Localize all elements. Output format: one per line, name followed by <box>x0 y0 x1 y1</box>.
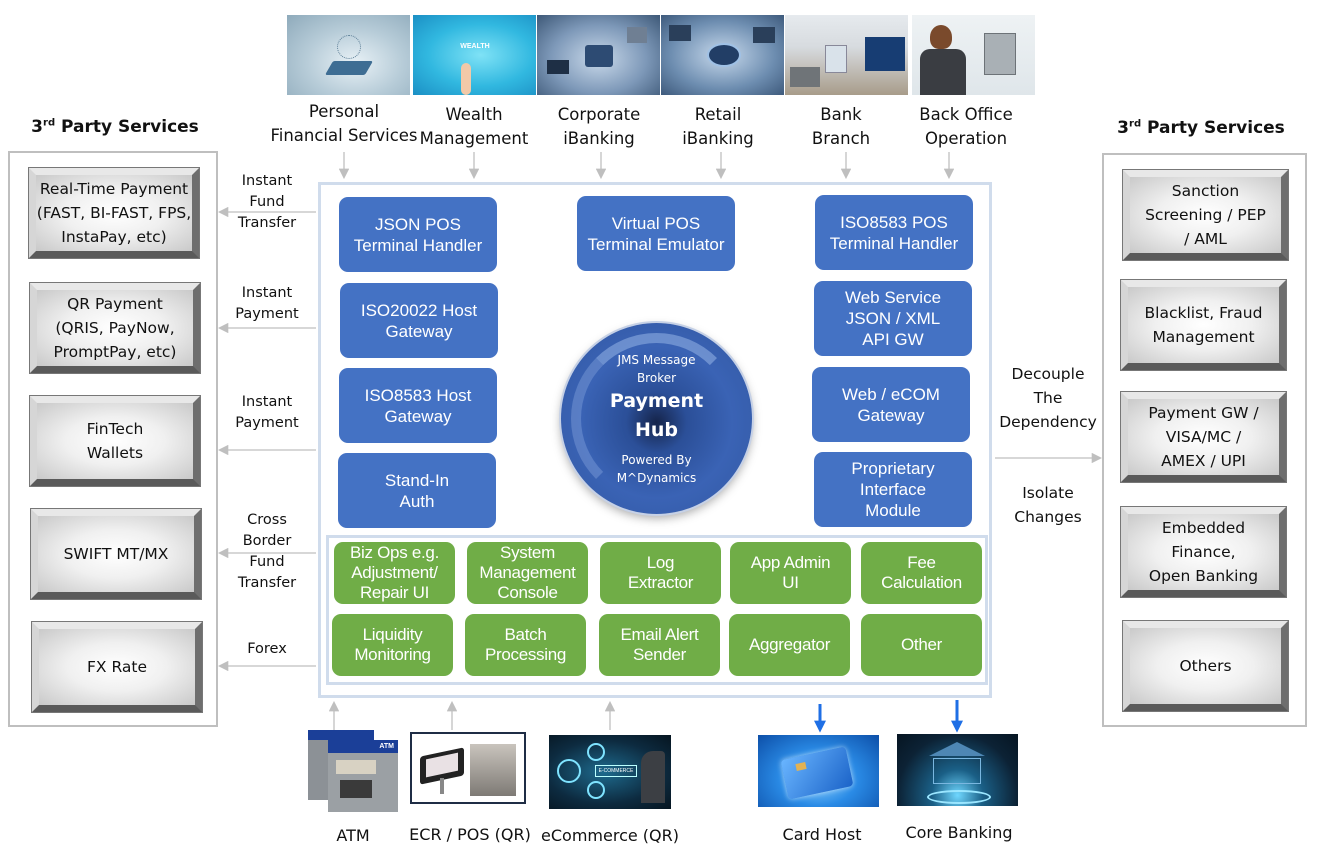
service-swift[interactable]: SWIFT MT/MX <box>31 509 201 599</box>
title-text: Party Services <box>1141 118 1285 138</box>
service-label: FX Rate <box>86 658 147 676</box>
left-flow-arrows <box>217 206 316 672</box>
channel-arrows <box>338 152 955 180</box>
module-aggregator[interactable]: Aggregator <box>729 614 850 676</box>
title-number: 3 <box>31 117 44 137</box>
output-label-core-banking: Core Banking <box>905 823 1013 842</box>
title-superscript: rd <box>43 117 56 129</box>
bottom-output-arrows <box>814 700 963 733</box>
service-real-time-payment[interactable]: Real-Time Payment(FAST, BI-FAST, FPS,Ins… <box>29 168 199 258</box>
title-number: 3 <box>1117 118 1130 138</box>
bank-branch-image <box>785 15 908 95</box>
service-label: Real-Time Payment(FAST, BI-FAST, FPS,Ins… <box>36 180 192 246</box>
service-others[interactable]: Others <box>1123 621 1288 711</box>
wealth-management-image: WEALTH <box>413 15 536 95</box>
title-superscript: rd <box>1129 118 1142 130</box>
service-fx-rate[interactable]: FX Rate <box>32 622 202 712</box>
module-other[interactable]: Other <box>861 614 982 676</box>
retail-ibanking-image <box>661 15 784 95</box>
cycle-arrows-icon <box>571 333 742 504</box>
flow-label-forex: Forex <box>247 641 287 657</box>
ecr-pos-image <box>410 732 526 804</box>
personal-finance-image <box>287 15 410 95</box>
right-panel-title: 3rd Party Services <box>1096 118 1306 138</box>
service-label: QR Payment(QRIS, PayNow,PromptPay, etc) <box>53 295 177 361</box>
service-label: Others <box>1179 657 1232 675</box>
corporate-ibanking-image <box>537 15 660 95</box>
module-biz-ops[interactable]: Biz Ops e.g.Adjustment/Repair UI <box>334 542 455 604</box>
card-host-image <box>758 735 879 807</box>
input-label-ecommerce: eCommerce (QR) <box>541 826 679 845</box>
output-label-card-host: Card Host <box>782 825 862 844</box>
title-text: Party Services <box>55 117 199 137</box>
service-payment-gw[interactable]: Payment GW /VISA/MC /AMEX / UPI <box>1121 392 1286 482</box>
back-office-image <box>912 15 1035 95</box>
bottom-input-arrows <box>328 700 616 730</box>
ecommerce-image: E-COMMERCE <box>549 735 671 809</box>
input-label-ecr-pos: ECR / POS (QR) <box>409 825 531 844</box>
input-label-atm: ATM <box>336 826 370 845</box>
left-panel-title: 3rd Party Services <box>10 117 220 137</box>
core-banking-image <box>897 734 1018 806</box>
service-label: Payment GW /VISA/MC /AMEX / UPI <box>1148 404 1259 470</box>
atm-image: ATM <box>308 730 398 812</box>
service-label: SWIFT MT/MX <box>63 545 169 563</box>
service-qr-payment[interactable]: QR Payment(QRIS, PayNow,PromptPay, etc) <box>30 283 200 373</box>
payment-hub[interactable]: JMS Message Broker Payment Hub Powered B… <box>561 323 752 514</box>
